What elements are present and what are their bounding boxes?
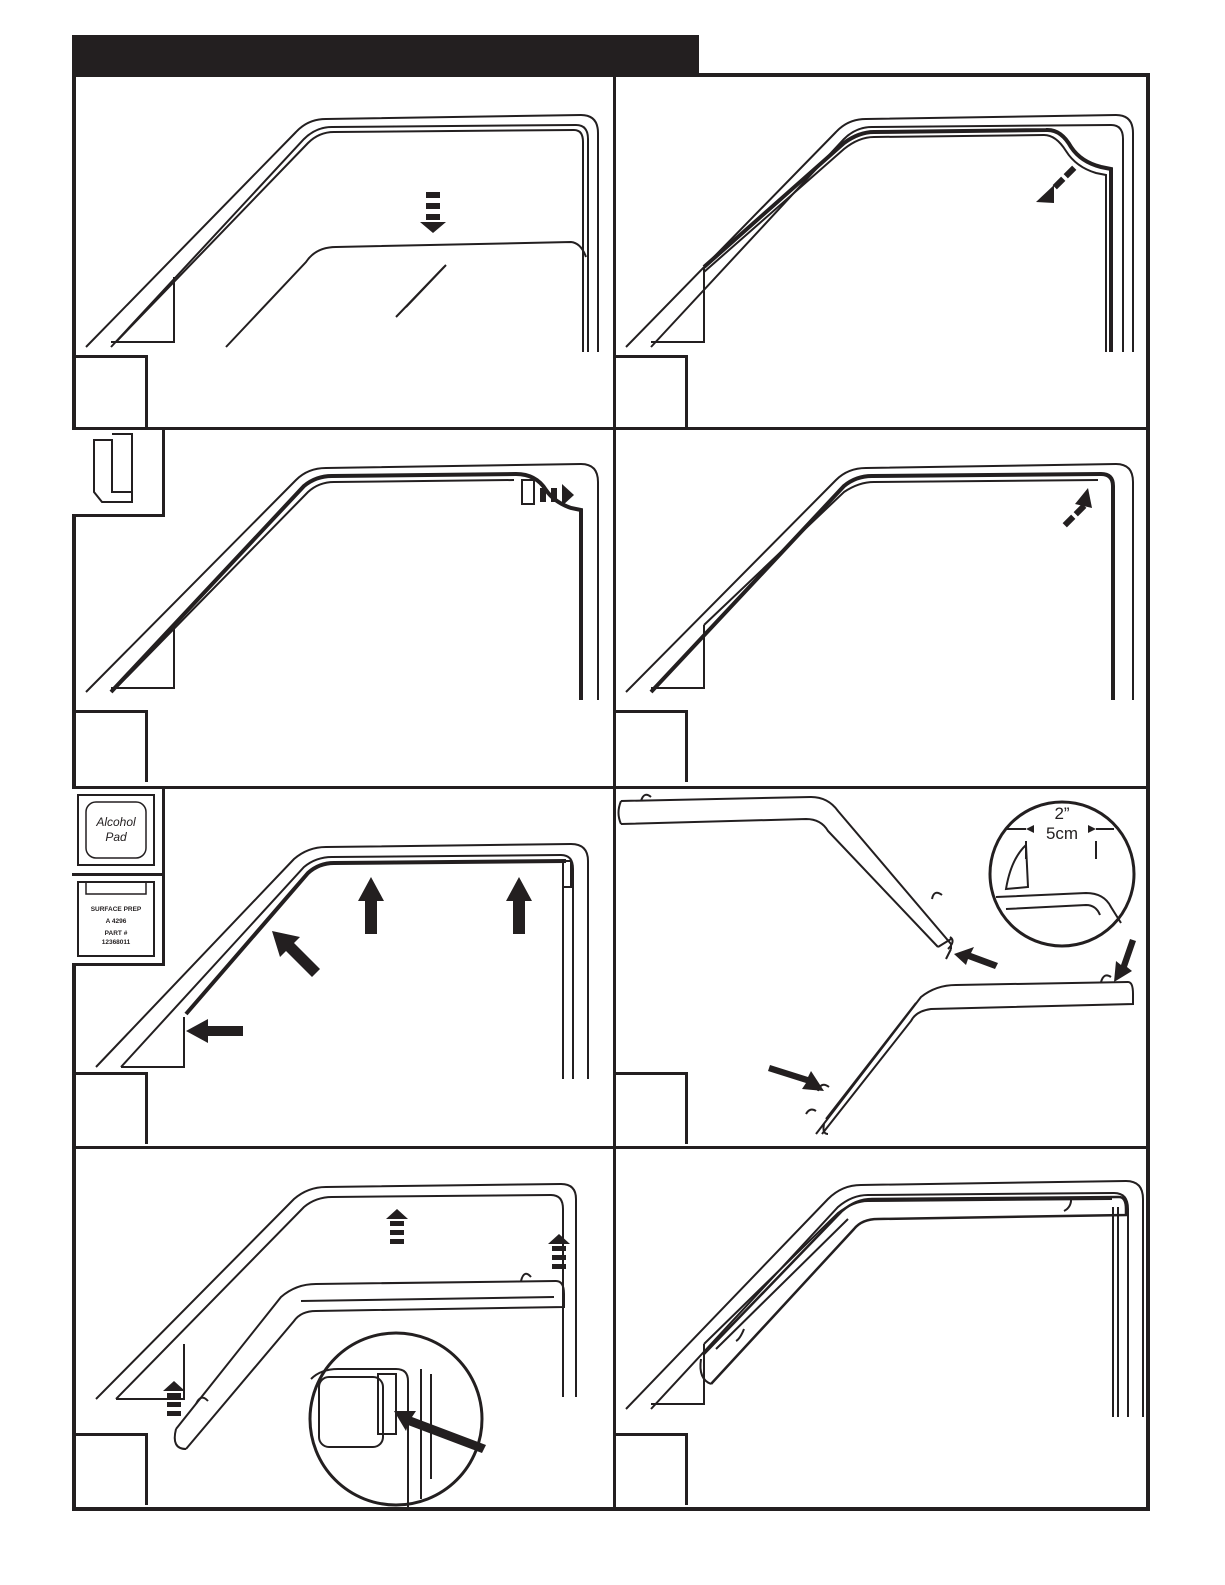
alcohol-pad-icon: Alcohol Pad — [72, 789, 162, 873]
surface-prep-label-line3: PART # — [105, 930, 128, 937]
step-number-box-1 — [76, 355, 148, 427]
finished-install-illustration — [616, 1149, 1146, 1507]
step-panel-7 — [76, 1149, 613, 1507]
step-panel-4 — [616, 430, 1146, 786]
surface-prep-label-line4: 12368011 — [102, 939, 131, 946]
up-right-arrow-icon — [1063, 488, 1092, 527]
alcohol-pad-label-line1: Alcohol — [95, 815, 136, 829]
step-number-box-2 — [616, 355, 688, 427]
down-right-arrow-icon — [768, 1065, 824, 1091]
step-number-box-8 — [616, 1433, 688, 1505]
step-number-box-3 — [76, 710, 148, 782]
tape-detail-callout: 2” 5cm — [990, 802, 1134, 946]
surface-prep-inset: SURFACE PREP A 4296 PART # 12368011 — [72, 876, 165, 966]
step-panel-1 — [76, 77, 613, 427]
measurement-inches-label: 2” — [1054, 804, 1069, 823]
down-arrow-icon — [420, 192, 446, 233]
down-left-arrow-icon — [1114, 939, 1136, 982]
surface-prep-label-line1: SURFACE PREP — [91, 906, 142, 913]
channel-removal-illustration — [616, 77, 1146, 427]
left-arrow-icon — [186, 1019, 243, 1043]
measurement-cm-label: 5cm — [1046, 824, 1078, 843]
surface-prep-label-line2: A 4296 — [106, 918, 127, 925]
header-bar — [72, 35, 699, 73]
up-arrow-icon — [548, 1234, 570, 1269]
step-number-box-4 — [616, 710, 688, 782]
surface-prep-packet-icon: SURFACE PREP A 4296 PART # 12368011 — [72, 876, 162, 962]
up-arrow-icon — [506, 877, 532, 934]
step-panel-2 — [616, 77, 1146, 427]
clip-tool-icon — [72, 430, 162, 514]
corner-detail-callout — [310, 1333, 486, 1507]
alcohol-pad-label-line2: Pad — [105, 830, 127, 844]
step-number-box-5 — [76, 1072, 148, 1144]
up-left-arrow-icon — [272, 931, 320, 977]
window-lowered-illustration — [76, 77, 613, 427]
step-panel-8 — [616, 1149, 1146, 1507]
up-arrow-icon — [386, 1209, 408, 1244]
alcohol-pad-inset: Alcohol Pad — [72, 789, 165, 876]
left-arrow-icon — [954, 947, 998, 969]
up-arrow-icon — [358, 877, 384, 934]
down-left-arrow-icon — [1036, 166, 1076, 203]
deflector-install-illustration — [76, 1149, 613, 1507]
step-number-box-6 — [616, 1072, 688, 1144]
channel-reinstall-illustration — [616, 430, 1146, 786]
clip-tool-inset — [72, 430, 165, 517]
step-panel-6: 2” 5cm — [616, 789, 1146, 1146]
step-number-box-7 — [76, 1433, 148, 1505]
deflector-tape-illustration: 2” 5cm — [616, 789, 1146, 1146]
